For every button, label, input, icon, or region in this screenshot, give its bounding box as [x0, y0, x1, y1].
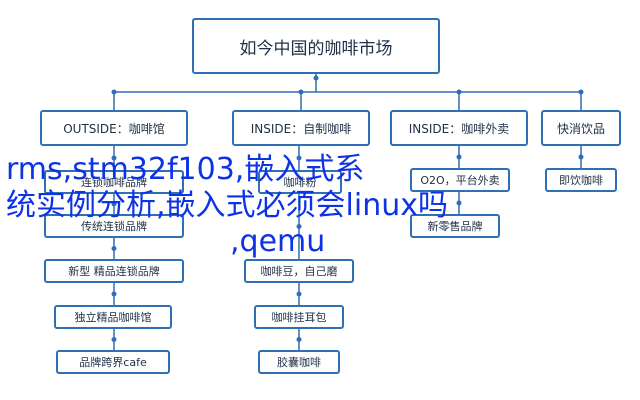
category-label: OUTSIDE：咖啡馆 — [63, 121, 165, 136]
connector-dot — [111, 155, 117, 161]
connector-dot — [111, 291, 117, 297]
leaf-independent-boutique-cafe: 独立精品咖啡馆 — [54, 305, 172, 329]
root-node: 如今中国的咖啡市场 — [192, 18, 440, 74]
connector-dot — [296, 155, 302, 161]
overlay-text-line-2: 统实例分析,嵌入式必须会linux吗 — [6, 188, 448, 223]
leaf-coffee-powder: 咖啡粉 — [258, 170, 342, 194]
category-outside-cafe: OUTSIDE：咖啡馆 — [40, 110, 188, 146]
connector-dot — [313, 75, 319, 81]
connector-dot — [456, 154, 462, 160]
connector-dot — [456, 89, 462, 95]
leaf-chain-coffee-brand: 连锁咖啡品牌 — [44, 170, 184, 194]
overlay-text-line-1: rms,stm32f103,嵌入式系 — [6, 152, 365, 187]
leaf-o2o-delivery: O2O，平台外卖 — [410, 168, 510, 192]
connector-dot — [578, 89, 584, 95]
connector-dot — [111, 246, 117, 251]
connector-dot — [296, 224, 302, 229]
category-inside-delivery: INSIDE：咖啡外卖 — [390, 110, 528, 146]
leaf-drip-bag: 咖啡挂耳包 — [254, 305, 344, 329]
category-inside-diy: INSIDE：自制咖啡 — [232, 110, 370, 146]
connector-dot — [111, 337, 117, 342]
leaf-rtd-coffee: 即饮咖啡 — [545, 168, 617, 192]
connector-dot — [111, 201, 117, 207]
root-label: 如今中国的咖啡市场 — [239, 38, 393, 59]
category-label: INSIDE：咖啡外卖 — [408, 121, 510, 136]
leaf-capsule-coffee: 胶囊咖啡 — [258, 350, 340, 374]
overlay-text-line-3: ,qemu — [230, 224, 326, 259]
connector-dot — [111, 89, 117, 95]
category-fmcg-drinks: 快消饮品 — [541, 110, 621, 146]
leaf-coffee-beans-grind: 咖啡豆，自己磨 — [244, 259, 354, 283]
connector-dot — [578, 154, 584, 160]
connector-dot — [298, 89, 304, 95]
category-label: INSIDE：自制咖啡 — [250, 121, 352, 136]
leaf-new-retail-brand: 新零售品牌 — [410, 214, 500, 238]
category-label: 快消饮品 — [556, 121, 605, 136]
connector-dot — [296, 291, 302, 297]
leaf-crossover-brand-cafe: 品牌跨界cafe — [56, 350, 170, 374]
leaf-traditional-chain-brand: 传统连锁品牌 — [44, 214, 184, 238]
connector-dot — [456, 200, 462, 206]
connector-dot — [296, 337, 302, 342]
leaf-new-boutique-chain: 新型 精品连锁品牌 — [44, 259, 184, 283]
